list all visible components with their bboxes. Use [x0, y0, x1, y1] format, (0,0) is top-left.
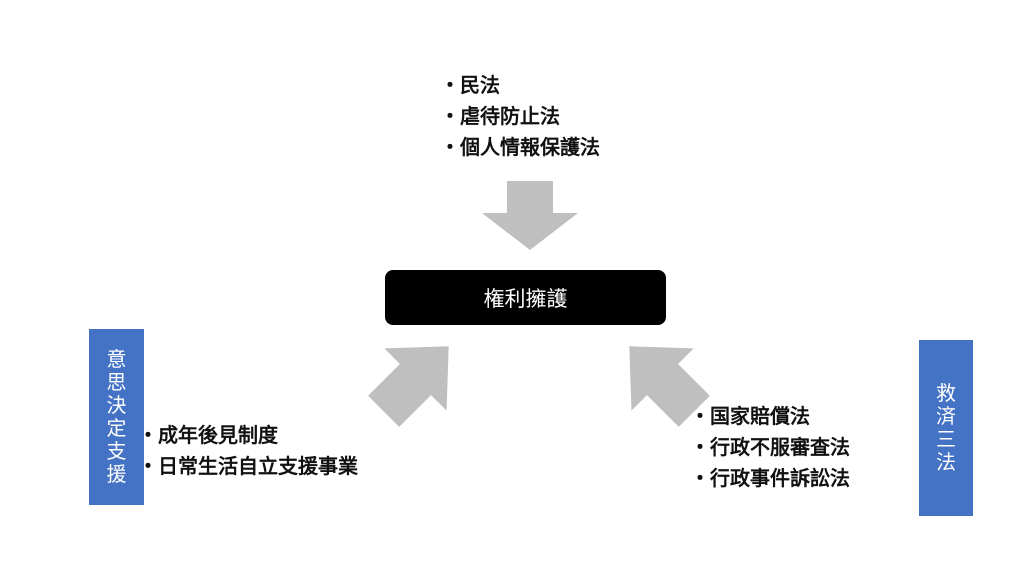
label-char: 法 [936, 450, 956, 474]
top-law-list: 民法 虐待防止法 個人情報保護法 [440, 70, 600, 163]
list-item: 虐待防止法 [440, 101, 600, 132]
list-item: 個人情報保護法 [440, 132, 600, 163]
up-right-arrow-icon [368, 346, 449, 427]
down-arrow-icon [482, 181, 578, 250]
label-char: 決 [106, 393, 127, 417]
list-item: 成年後見制度 [138, 420, 358, 451]
list-item: 行政不服審査法 [690, 432, 850, 463]
label-char: 定 [106, 416, 127, 440]
label-char: 思 [106, 370, 127, 394]
center-box-label: 権利擁護 [483, 286, 568, 311]
label-char: 援 [106, 462, 127, 486]
label-char: 意 [106, 347, 127, 371]
list-item: 民法 [440, 70, 600, 101]
list-item: 行政事件訴訟法 [690, 463, 850, 494]
right-law-list: 国家賠償法 行政不服審査法 行政事件訴訟法 [690, 401, 850, 494]
right-side-label: 救 済 三 法 [919, 340, 973, 516]
label-char: 済 [936, 404, 956, 428]
center-box: 権利擁護 [385, 270, 666, 325]
label-char: 支 [106, 439, 127, 463]
left-side-label: 意 思 決 定 支 援 [89, 329, 144, 505]
list-item: 国家賠償法 [690, 401, 850, 432]
label-char: 救 [936, 381, 956, 405]
left-support-list: 成年後見制度 日常生活自立支援事業 [138, 420, 358, 482]
label-char: 三 [936, 427, 956, 451]
list-item: 日常生活自立支援事業 [138, 451, 358, 482]
